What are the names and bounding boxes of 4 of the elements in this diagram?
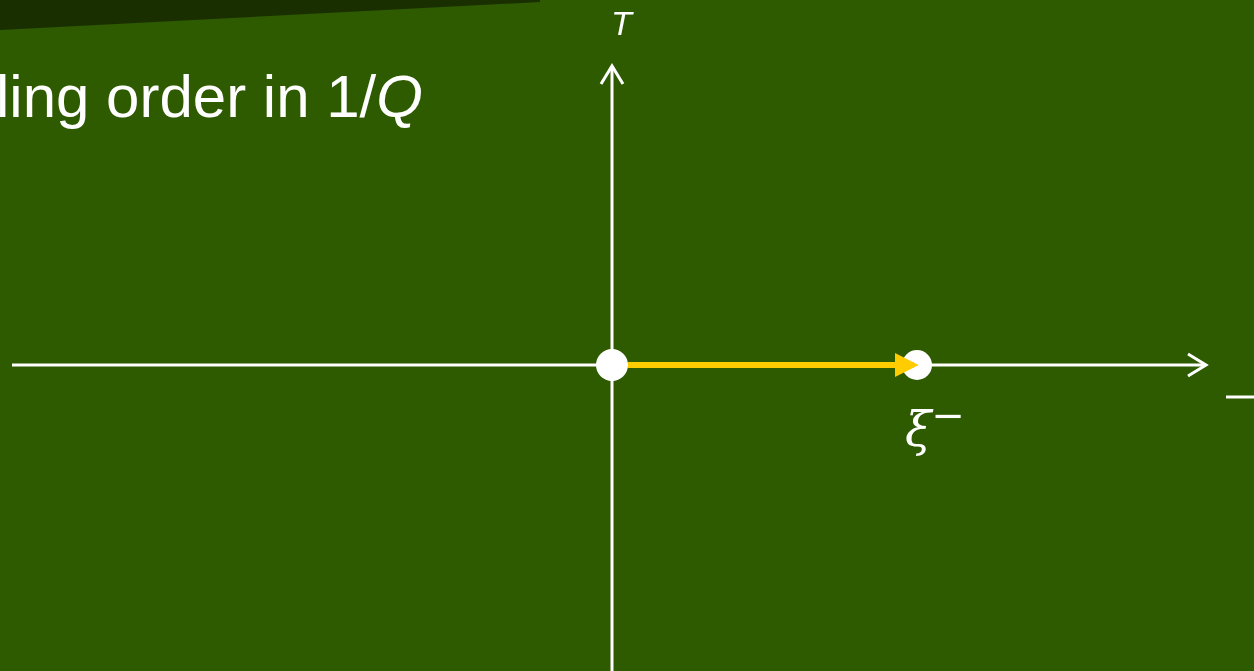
arrow bbox=[628, 353, 919, 377]
axis-label: T bbox=[611, 4, 632, 43]
point-marker bbox=[596, 349, 628, 381]
slide-title: ling order in 1/Q bbox=[0, 62, 423, 131]
